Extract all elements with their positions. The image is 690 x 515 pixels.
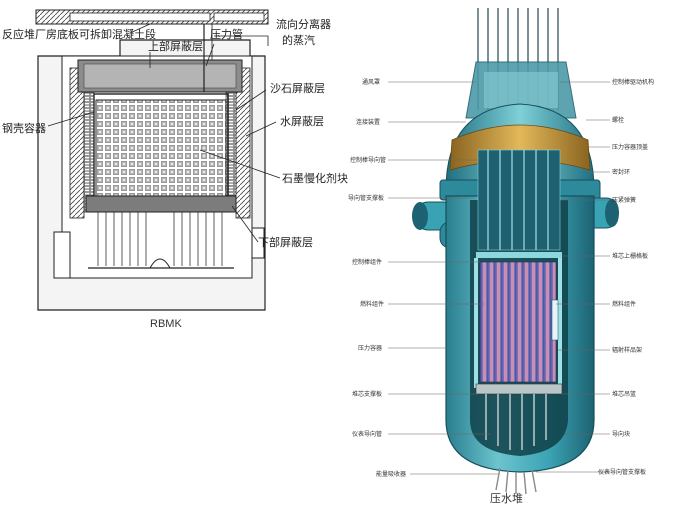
pwr-label-seal-ring: 密封环 — [612, 168, 630, 176]
rbmk-leader-lines — [47, 23, 281, 243]
rbmk-label-upper-shield: 上部屏蔽层 — [148, 39, 203, 53]
pwr-leader-lines — [388, 81, 610, 475]
pwr-label-bolt: 螺栓 — [612, 116, 624, 124]
rbmk-label-pressure-tube: 压力管 — [210, 27, 243, 41]
rbmk-label-floor-slab: 反应堆厂房底板可拆卸混凝土段 — [2, 27, 156, 41]
pwr-label-crdm-guide: 控制棒导向管 — [350, 156, 386, 164]
pwr-label-surveillance: 辐射样品架 — [612, 346, 642, 354]
pwr-label-core-barrel: 堆芯吊篮 — [612, 390, 636, 398]
rbmk-label-lower-shield: 下部屏蔽层 — [258, 235, 313, 249]
pwr-label-ventilation-hood: 通风罩 — [362, 78, 380, 86]
pwr-upper-internals — [477, 149, 561, 251]
pwr-fuel-core — [479, 261, 557, 383]
pwr-core-support — [475, 383, 563, 395]
pwr-label-vessel-head: 压力容器顶盖 — [612, 143, 648, 151]
rbmk-label-steam-1: 流向分离器 — [276, 17, 331, 31]
pwr-label-core-support-plate: 堆芯支撑板 — [352, 390, 382, 398]
pwr-label-guide-block: 导向块 — [612, 430, 630, 438]
pwr-label-instrument-support: 仪表导向管支撑板 — [598, 468, 646, 476]
rbmk-graphite-core — [95, 99, 227, 199]
rbmk-lower-piping — [97, 212, 223, 266]
pwr-instrument-tubes — [495, 467, 537, 495]
rbmk-lower-shield — [85, 195, 237, 213]
pwr-caption: 压水堆 — [490, 492, 523, 505]
rbmk-label-water-shield: 水屏蔽层 — [280, 115, 324, 128]
pwr-label-upper-core-plate: 堆芯上栅格板 — [612, 252, 648, 260]
rbmk-cross-section — [35, 9, 281, 311]
pwr-label-guide-tube-support: 导向管支撑板 — [348, 194, 384, 202]
rbmk-label-steel-vessel: 钢壳容器 — [2, 121, 46, 135]
rbmk-label-sand-shield: 沙石屏蔽层 — [270, 82, 325, 95]
pwr-label-control-rod-assembly: 控制棒组件 — [352, 258, 382, 266]
pwr-label-lifting-device: 连接装置 — [356, 118, 380, 126]
pwr-label-pressure-vessel: 压力容器 — [358, 344, 382, 352]
pwr-label-instrument-guide: 仪表导向管 — [352, 430, 382, 438]
rbmk-sand-shield-left — [83, 71, 95, 213]
pwr-label-holddown-spring: 压紧弹簧 — [612, 196, 636, 204]
pwr-label-fuel-element: 燃料组件 — [612, 300, 636, 308]
pwr-label-energy-absorber: 能量吸收器 — [376, 470, 406, 478]
rbmk-label-steam-2: 的蒸汽 — [282, 33, 315, 47]
pwr-cutaway — [388, 8, 619, 495]
rbmk-caption: RBMK — [150, 318, 182, 330]
pwr-label-fuel-assembly: 燃料组件 — [360, 300, 384, 308]
rbmk-label-graphite: 石墨慢化剂块 — [282, 171, 348, 185]
pwr-label-crdm: 控制棒驱动机构 — [612, 78, 654, 86]
